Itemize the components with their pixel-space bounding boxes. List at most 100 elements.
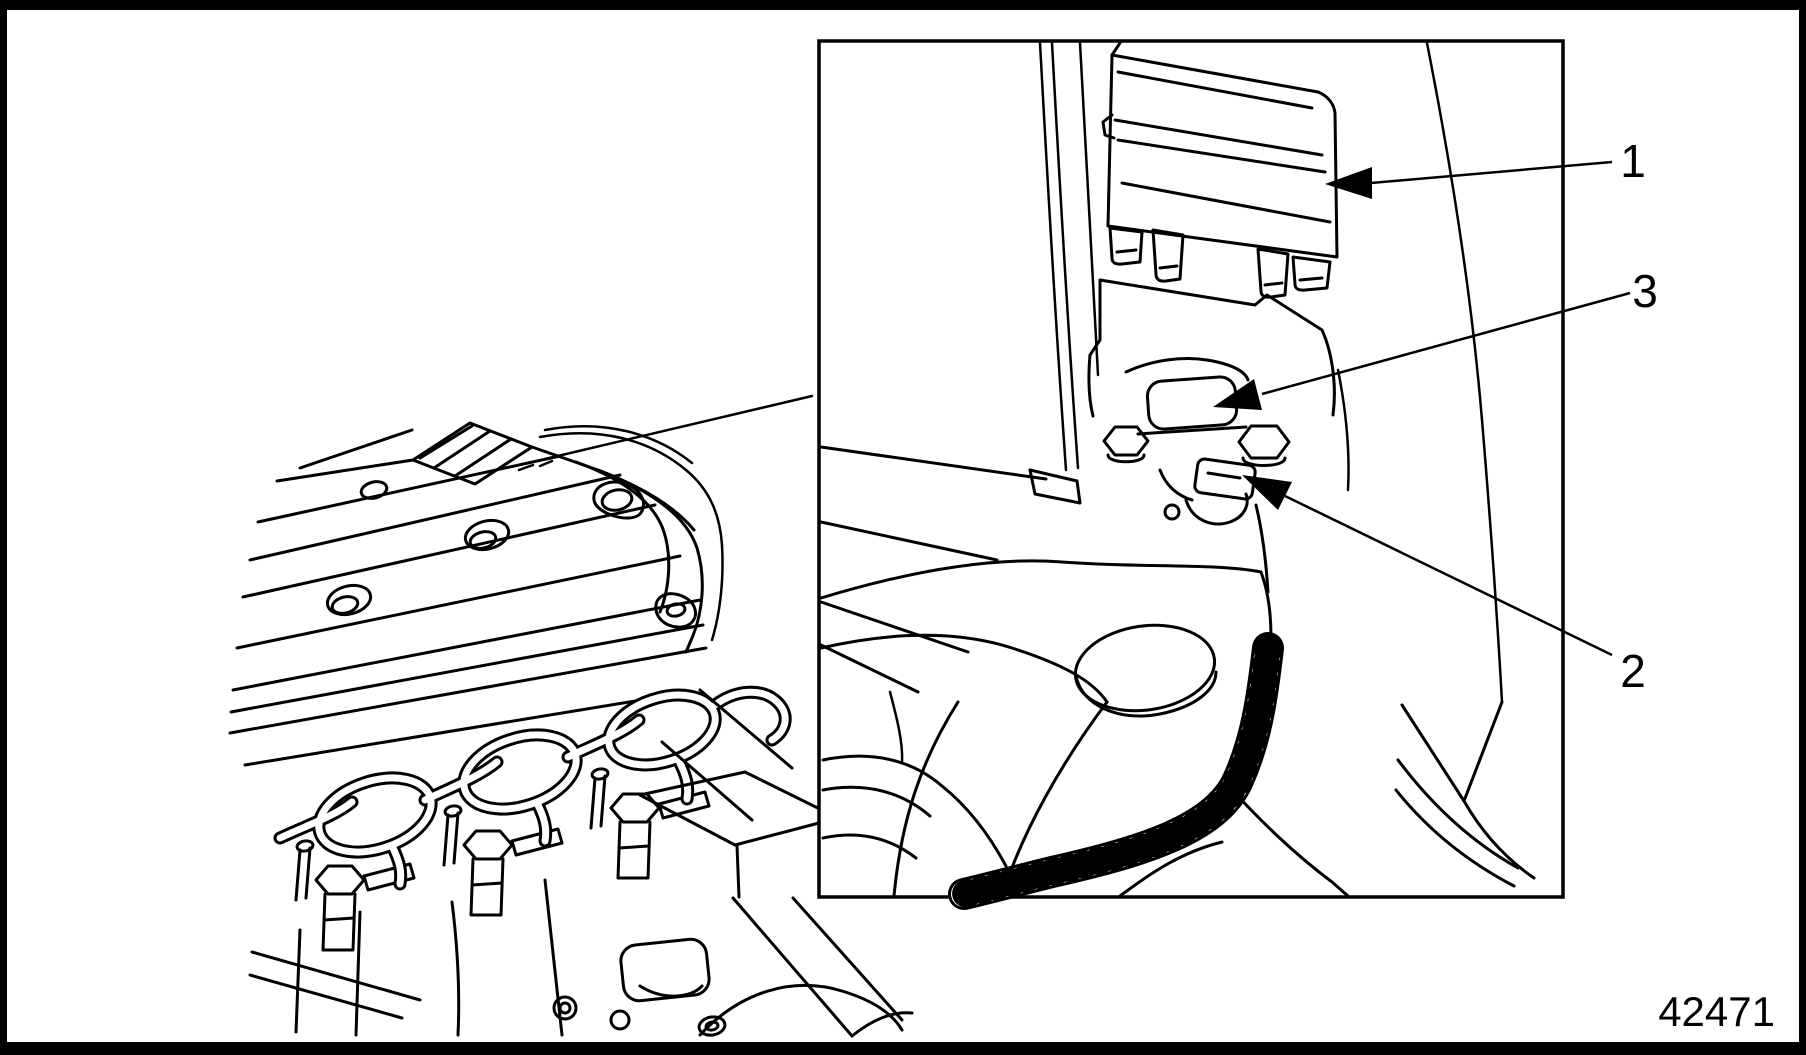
- fuel-line-loop-core-line: [675, 757, 692, 803]
- cover-cable: [710, 543, 724, 642]
- arm-slot-lip: [1074, 670, 1218, 718]
- callout-2-label: 2: [1620, 645, 1646, 697]
- sensor-pad: [1124, 357, 1250, 382]
- callout-3-leader: [1261, 291, 1631, 396]
- callout-1-leader: [1370, 160, 1613, 185]
- ecm-connector-tab: [1108, 226, 1144, 266]
- ecm-left-notch: [1101, 113, 1116, 140]
- cover-top-edge: [298, 428, 414, 470]
- arm-detail: [821, 754, 1008, 868]
- body-line: [1425, 41, 1504, 704]
- block-rib-line: [294, 928, 302, 1034]
- cowl-line: [888, 690, 904, 764]
- ecm-groove: [1113, 118, 1324, 157]
- ecm-top-flap: [1110, 41, 1122, 57]
- block-rib-line: [354, 910, 362, 1037]
- cowl-line: [819, 600, 970, 654]
- fender-line: [1394, 788, 1516, 888]
- vent-grille-line: [432, 429, 492, 470]
- cover-flange-line: [229, 623, 705, 714]
- ecm-connector-tab: [1151, 228, 1185, 283]
- detail-leader-line: [543, 394, 814, 461]
- frame-right: [1799, 0, 1806, 1055]
- connector-slot: [1206, 471, 1242, 480]
- cover-hole: [359, 480, 389, 500]
- callout-1: 1: [1325, 135, 1646, 199]
- ecm-groove: [1120, 181, 1332, 224]
- cover-top-edge: [275, 458, 415, 483]
- cover-bolt: [600, 488, 634, 512]
- injector-body: [469, 857, 505, 917]
- block-opening-shade: [638, 984, 704, 998]
- block-rib-line: [543, 878, 564, 1037]
- cowl-line: [819, 643, 920, 694]
- connector-detail: [1163, 503, 1181, 521]
- injector-stud-cap: [590, 767, 610, 781]
- pillar-line: [1050, 41, 1080, 470]
- injector-body: [616, 820, 652, 880]
- connector-clip: [1184, 492, 1249, 526]
- cover-end-cap: [574, 460, 671, 614]
- frame-left: [0, 0, 7, 1055]
- pillar-line: [1038, 41, 1068, 472]
- injector-stud: [294, 846, 312, 902]
- cowl-line: [819, 445, 1048, 481]
- cover-hole: [463, 518, 511, 552]
- fuel-line-loops: [273, 685, 792, 891]
- injector-stud: [442, 811, 460, 867]
- pillar-line: [1078, 41, 1100, 377]
- block-bolt-hole: [609, 1009, 631, 1031]
- vent-grille-line: [453, 437, 513, 478]
- sensor-base-line: [1136, 425, 1248, 436]
- block-edge-line: [731, 896, 904, 1038]
- hex-bolt: [1237, 424, 1291, 467]
- ecm-module: [1101, 41, 1339, 299]
- pillar-foot: [1028, 468, 1082, 505]
- arm-sweep: [892, 700, 960, 898]
- cover-bolt-ear: [592, 480, 645, 520]
- cover-face-line: [241, 503, 657, 599]
- arm-outline: [819, 559, 1263, 600]
- block-bolt-hole: [552, 995, 578, 1021]
- fuel-line-loop-core-line: [388, 842, 405, 888]
- connector-detail: [1158, 468, 1194, 502]
- callout-3: 3: [1213, 265, 1658, 410]
- cover-hole: [330, 595, 360, 615]
- injector-stud-cap: [443, 804, 463, 818]
- rocker-rail-line: [243, 690, 692, 767]
- fuel-line-loop-core-line: [533, 799, 550, 845]
- fuel-injectors: [294, 767, 711, 952]
- fender-line: [1400, 703, 1536, 880]
- frame-bottom: [0, 1042, 1806, 1055]
- callout-3-arrow-icon: [1213, 379, 1262, 410]
- fender-line: [1462, 700, 1504, 803]
- cable-clip: [517, 459, 554, 472]
- injector-stud: [589, 774, 607, 830]
- ecm-groove: [1116, 138, 1327, 174]
- injector-stud-cap: [295, 839, 315, 853]
- ecm-outline: [1106, 53, 1339, 259]
- block-opening: [619, 937, 711, 1003]
- cover-end-cap: [596, 468, 704, 654]
- valve-cover: [228, 421, 724, 767]
- cover-face-line: [256, 454, 562, 524]
- cover-flange-line: [231, 598, 702, 692]
- arm-outline: [819, 633, 1109, 704]
- harness-curve: [698, 984, 904, 1037]
- figure-number: 42471: [1658, 988, 1775, 1035]
- block-base-line: [248, 950, 422, 1020]
- cover-face-line: [248, 473, 622, 562]
- callout-1-arrow-icon: [1325, 167, 1372, 199]
- fender-line: [1396, 758, 1520, 870]
- arm-detail: [821, 833, 918, 860]
- cover-hole: [468, 530, 498, 550]
- block-bolt-hole: [697, 1015, 727, 1037]
- ecm-connector-tab: [1291, 255, 1332, 292]
- corrugated-conduit: [948, 632, 1284, 910]
- engine-drawing: [228, 394, 914, 1038]
- cover-bolt-ear: [654, 592, 698, 629]
- detail-inset-box: [817, 39, 1565, 899]
- fuel-line-loop-core-line: [605, 691, 719, 769]
- block-edge-line: [850, 1011, 914, 1038]
